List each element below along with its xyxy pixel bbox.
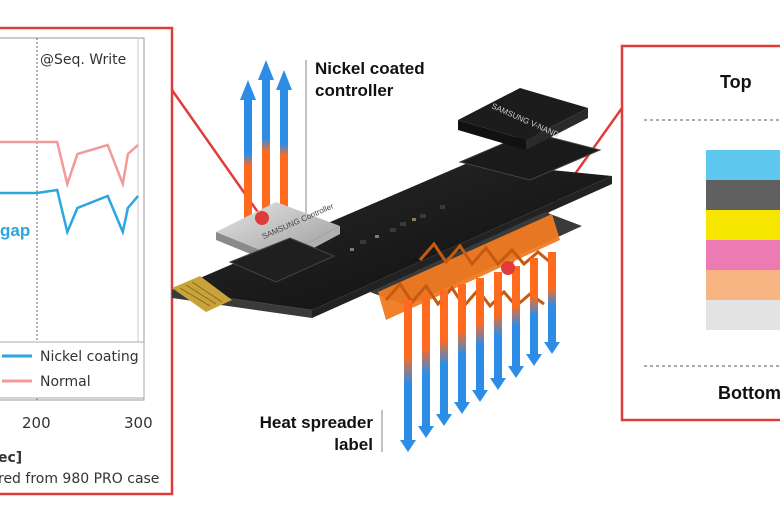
heat-arrows-up bbox=[240, 60, 292, 220]
heat-arrows-down bbox=[400, 252, 560, 452]
legend: Nickel coating Normal bbox=[0, 341, 145, 399]
legend-label-normal: Normal bbox=[40, 374, 91, 390]
layer-4 bbox=[706, 240, 780, 270]
spreader-label: Heat spreader label bbox=[243, 412, 373, 456]
legend-label-nickel: Nickel coating bbox=[40, 349, 139, 365]
controller-label: Nickel coated controller bbox=[315, 58, 425, 102]
legend-box bbox=[0, 341, 145, 399]
x-axis-label: ec] bbox=[0, 450, 22, 466]
controller-chip-board bbox=[228, 237, 336, 283]
controller-label-line-2: controller bbox=[315, 81, 394, 100]
controller-label-line-1: Nickel coated bbox=[315, 59, 425, 78]
plot-area bbox=[0, 37, 145, 401]
m2-connector bbox=[172, 276, 232, 312]
layer-bottom-label: Bottom bbox=[718, 383, 780, 403]
layer-3 bbox=[706, 210, 780, 240]
spreader-label-line-2: label bbox=[334, 435, 373, 454]
layer-6 bbox=[706, 300, 780, 330]
layer-top-label: Top bbox=[720, 72, 752, 92]
chart-frame bbox=[0, 26, 174, 496]
gap-text: gap bbox=[0, 221, 30, 240]
footnote: red from 980 PRO case bbox=[0, 471, 159, 487]
ssd-illustration: SAMSUNG V-NAND SAMSUNG Controller bbox=[172, 60, 612, 452]
chart-panel: @Seq. Write gap Nickel coating Normal 20… bbox=[0, 26, 174, 496]
spreader-marker bbox=[501, 261, 515, 275]
layer-1 bbox=[706, 150, 780, 180]
series-normal bbox=[0, 140, 139, 189]
series-nickel-coating bbox=[0, 188, 139, 237]
series-layer bbox=[0, 140, 139, 237]
x-tick-300: 300 bbox=[124, 414, 153, 432]
layer-stack bbox=[706, 150, 780, 330]
layers-panel bbox=[620, 44, 780, 422]
layer-2 bbox=[706, 180, 780, 210]
layer-5 bbox=[706, 270, 780, 300]
controller-marker bbox=[255, 211, 269, 225]
chart-annotation: @Seq. Write bbox=[40, 52, 126, 68]
nand-chip: SAMSUNG V-NAND bbox=[458, 88, 588, 150]
spreader-label-line-1: Heat spreader bbox=[259, 413, 373, 432]
x-tick-200: 200 bbox=[22, 414, 51, 432]
